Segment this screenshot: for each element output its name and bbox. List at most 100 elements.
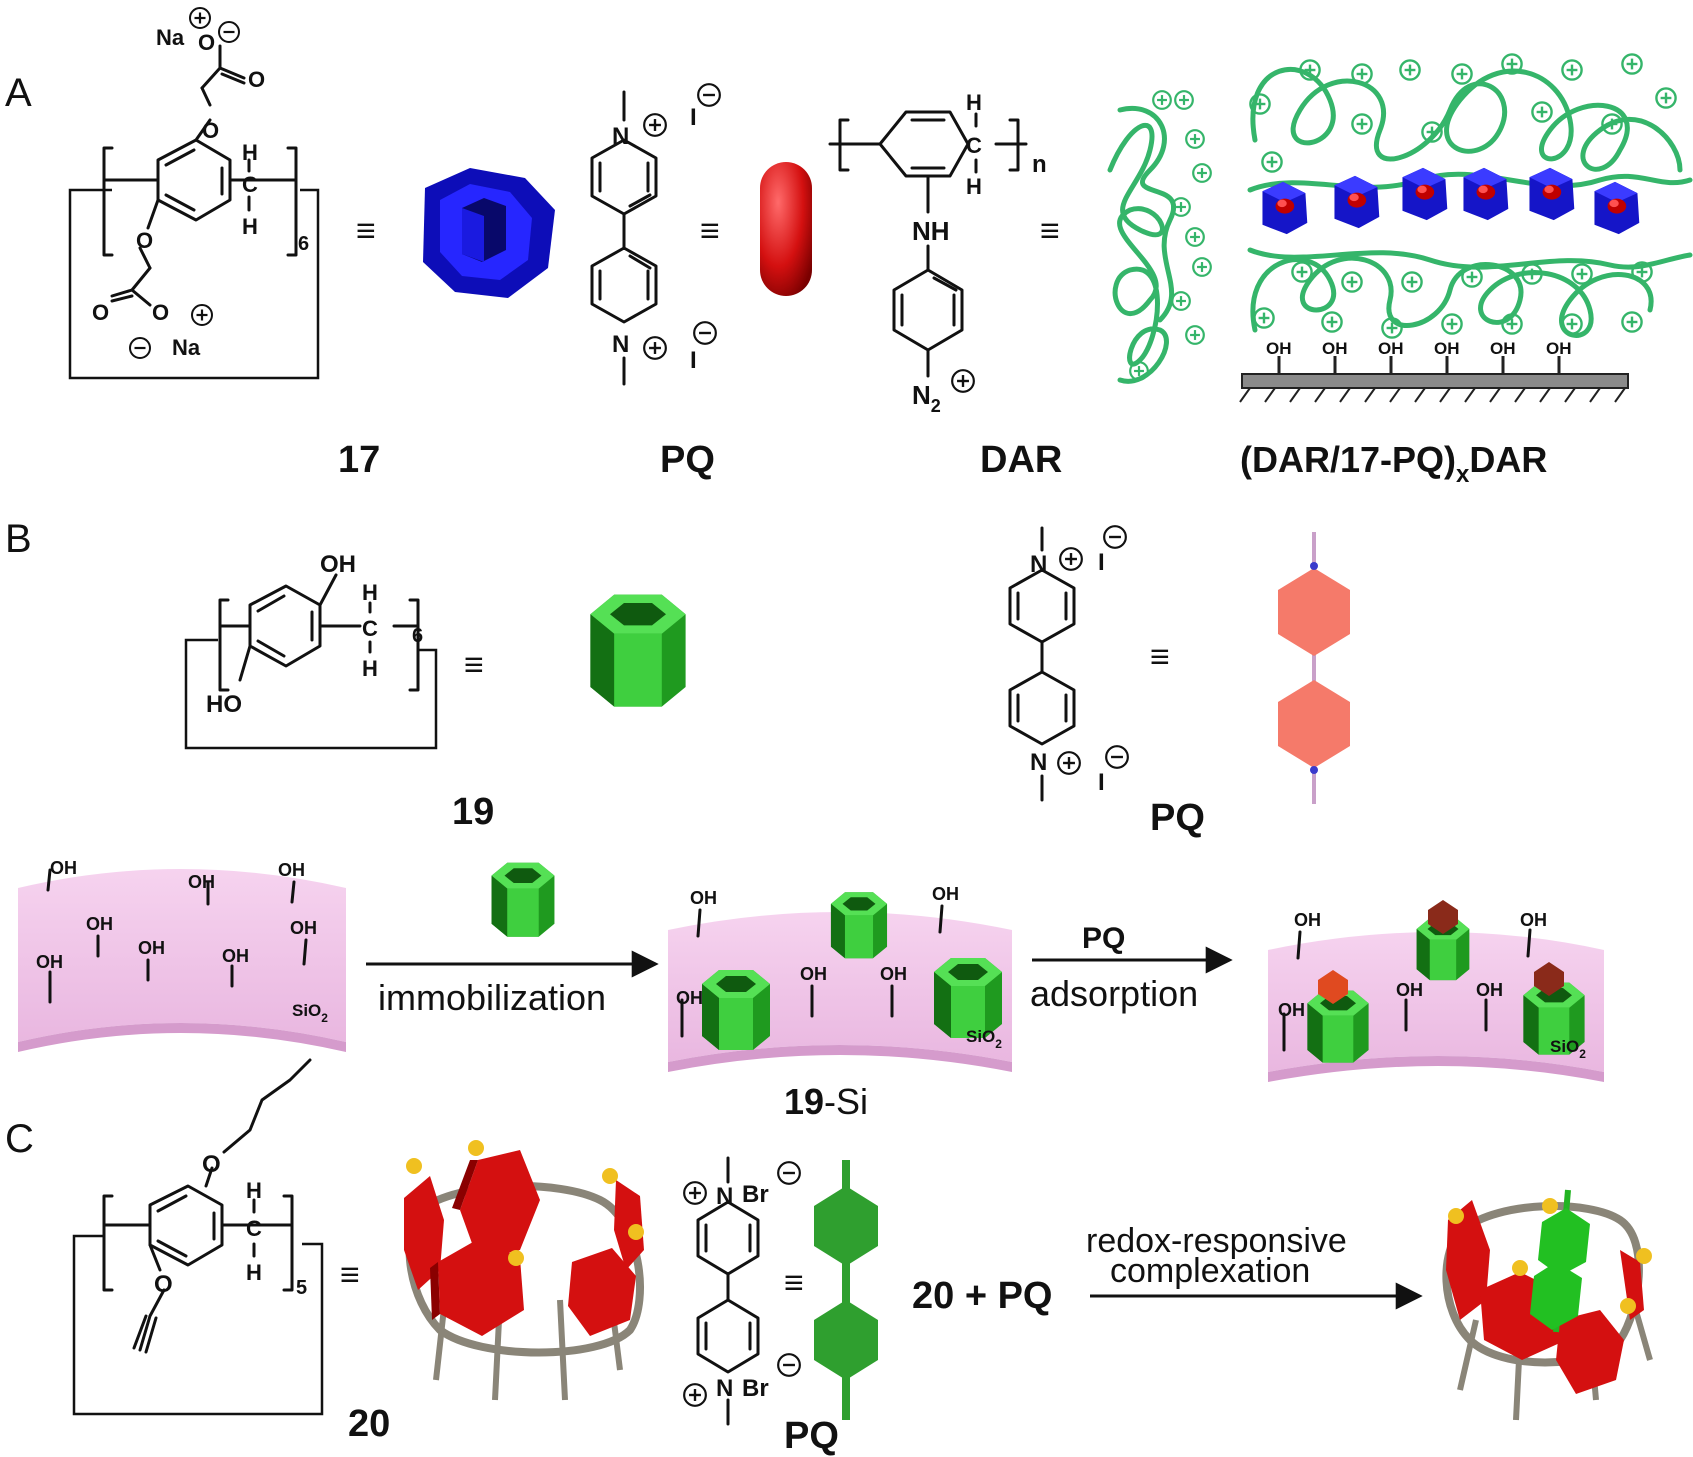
label-dar: DAR	[980, 439, 1062, 481]
atom-o-top-2: O	[248, 67, 265, 92]
label-19: 19	[452, 791, 494, 833]
label-19-si: 19-Si	[784, 1081, 868, 1122]
bare-oh-4: OH	[86, 914, 113, 934]
substrate-oh-3: OH	[1378, 339, 1404, 358]
dar-index-n: n	[1032, 151, 1047, 178]
atom-c-19: C	[362, 616, 378, 641]
ads-oh-1: OH	[1294, 910, 1321, 930]
atom-na-bottom: Na	[172, 335, 201, 360]
bare-oh-7: OH	[222, 946, 249, 966]
ads-oh-3: OH	[1396, 980, 1423, 1000]
bromide-bottom: Br	[742, 1375, 769, 1402]
bromide-top: Br	[742, 1181, 769, 1208]
pillararene-20-3d-model	[404, 1140, 644, 1401]
pillararene-green-icon-step	[491, 862, 555, 937]
substrate-oh-5: OH	[1490, 339, 1516, 358]
silica-surface-bare	[18, 868, 346, 1052]
repeat-index-17: 6	[298, 233, 309, 255]
atom-o-bottom-3: O	[152, 300, 169, 325]
atom-c-dar: C	[966, 133, 982, 158]
redox-label-line1: redox-responsive	[1086, 1222, 1347, 1260]
atom-n-pq-bottom: N	[612, 331, 629, 358]
atom-na-top: Na	[156, 25, 185, 50]
bare-oh-1: OH	[50, 858, 77, 878]
paraquat-structure-a: N N I I	[590, 82, 722, 386]
atom-h-top: H	[242, 140, 258, 165]
sio2-label-1: SiO2	[292, 1001, 328, 1025]
label-20: 20	[348, 1403, 390, 1445]
si-oh-5: OH	[676, 988, 703, 1008]
redox-label-line2: complexation	[1110, 1252, 1310, 1290]
paraquat-salmon-icon	[1278, 532, 1350, 804]
pillararene-green-icon	[590, 594, 686, 707]
atom-h-19-top: H	[362, 580, 378, 605]
equiv-sign-c1: ≡	[340, 1256, 360, 1294]
atom-n-pqc-top: N	[716, 1183, 733, 1210]
atom-h-19-bottom: H	[362, 656, 378, 681]
label-pq-c: PQ	[784, 1415, 839, 1457]
atom-o-top-3: O	[202, 118, 219, 143]
paraquat-red-capsule-icon	[760, 162, 812, 296]
adsorption-pq-label: PQ	[1082, 922, 1125, 955]
atom-o-20-bottom: O	[154, 1271, 173, 1298]
host-guest-complex-3d-model	[1442, 1189, 1653, 1421]
panel-b-letter: B	[5, 517, 32, 561]
bare-oh-5: OH	[290, 918, 317, 938]
iodide-bottom: I	[690, 347, 697, 374]
iodide-b-top: I	[1098, 549, 1105, 576]
ads-oh-5: OH	[1278, 1000, 1305, 1020]
panel-c: C O O H C H 5 ≡	[5, 1058, 1653, 1457]
atom-o-bottom-1: O	[136, 228, 153, 253]
atom-oh-19: OH	[320, 551, 356, 578]
dar-structure: H C H n NH N2	[828, 90, 1047, 416]
atom-c-17: C	[242, 172, 258, 197]
atom-o-20-top: O	[202, 1151, 221, 1178]
bare-oh-6: OH	[138, 938, 165, 958]
compound-20-structure: O O H C H 5	[72, 1058, 324, 1416]
paraquat-green-icon	[814, 1160, 878, 1420]
label-pq-a: PQ	[660, 439, 715, 481]
panel-a-letter: A	[5, 71, 32, 115]
substrate-oh-1: OH	[1266, 339, 1292, 358]
paraquat-structure-b: N N I I	[1008, 524, 1130, 802]
label-assembly: (DAR/17-PQ)xDAR	[1240, 439, 1547, 488]
atom-h-dar-top: H	[966, 90, 982, 115]
sio2-label-3: SiO2	[1550, 1037, 1586, 1061]
equiv-sign-b2: ≡	[1150, 638, 1170, 676]
equiv-sign-a3: ≡	[1040, 212, 1060, 250]
substrate-oh-6: OH	[1546, 339, 1572, 358]
atom-h-20-top: H	[246, 1178, 262, 1203]
equiv-sign-a2: ≡	[700, 212, 720, 250]
atom-n-pq-top: N	[612, 123, 629, 150]
reaction-label: 20 + PQ	[912, 1275, 1052, 1317]
immobilization-label: immobilization	[378, 977, 606, 1018]
panel-b: B OH H C H 6 HO ≡ 19	[5, 517, 1604, 1122]
ads-oh-4: OH	[1476, 980, 1503, 1000]
bare-oh-8: OH	[36, 952, 63, 972]
atom-h-bottom: H	[242, 214, 258, 239]
si-oh-1: OH	[690, 888, 717, 908]
bare-oh-3: OH	[278, 860, 305, 880]
si-oh-2: OH	[932, 884, 959, 904]
si-oh-3: OH	[800, 964, 827, 984]
layered-assembly-cartoon	[1239, 53, 1693, 403]
ads-oh-2: OH	[1520, 910, 1547, 930]
atom-c-20: C	[246, 1216, 262, 1241]
bare-oh-2: OH	[188, 872, 215, 892]
equiv-sign-c2: ≡	[784, 1264, 804, 1302]
atom-h-dar-bottom: H	[966, 174, 982, 199]
equiv-sign-b1: ≡	[464, 646, 484, 684]
silica-surface-19si	[668, 892, 1012, 1072]
si-oh-4: OH	[880, 964, 907, 984]
iodide-b-bottom: I	[1098, 769, 1105, 796]
panel-c-letter: C	[5, 1117, 34, 1161]
atom-o-bottom-2: O	[92, 300, 109, 325]
substrate-oh-2: OH	[1322, 339, 1348, 358]
panel-a: A	[5, 6, 1693, 488]
label-17: 17	[338, 439, 380, 481]
compound-17-structure: Na O O O H C H 6 O O O Na	[68, 6, 320, 380]
pillararene-blue-icon	[423, 168, 555, 298]
silica-surface-pq-adsorbed	[1268, 900, 1604, 1082]
sio2-label-2: SiO2	[966, 1027, 1002, 1051]
adsorption-label: adsorption	[1030, 973, 1198, 1014]
